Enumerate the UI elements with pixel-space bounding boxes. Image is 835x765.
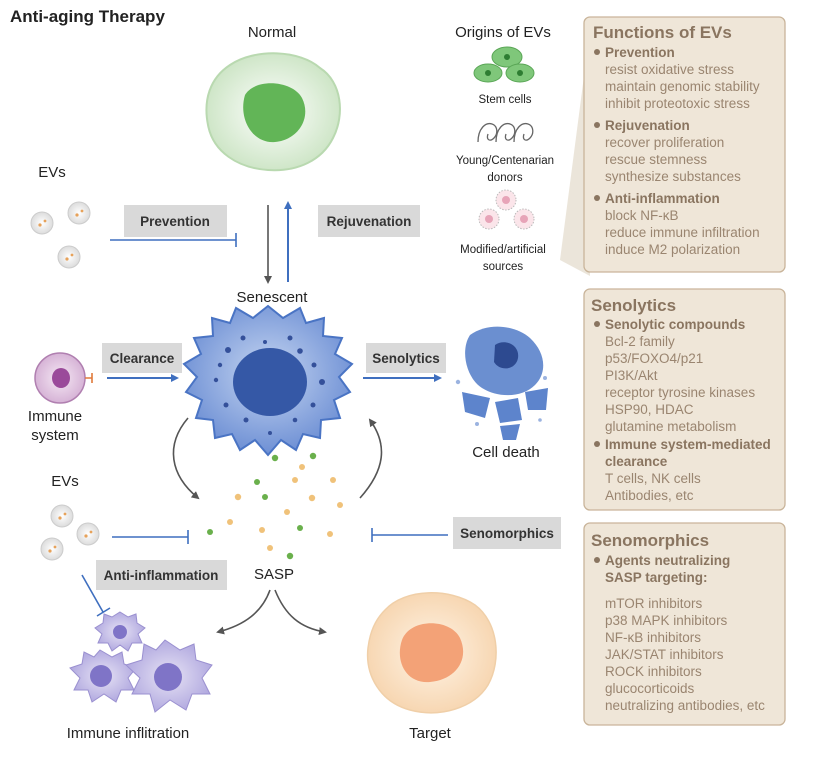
- artificial-vesicles-icon: [478, 189, 535, 230]
- anti-inflammation-box: [96, 560, 227, 590]
- infiltration-inhibit-line: [81, 574, 104, 613]
- senomorphics-panel-title: Senomorphics: [591, 531, 709, 550]
- sasp-feedback-arrow: [359, 418, 383, 499]
- senolytic-compounds-heading: Senolytic compounds: [605, 317, 745, 332]
- modified-label-2: sources: [483, 261, 524, 273]
- cell-death-label: Cell death: [472, 444, 540, 461]
- immune-receptor-icon: [85, 373, 93, 383]
- functions-title: Functions of EVs: [593, 23, 732, 42]
- senolytics-item: T cells, NK cells: [605, 471, 701, 486]
- senomorphics-item: p38 MAPK inhibitors: [605, 613, 728, 628]
- bullet-icon: [594, 557, 600, 563]
- senolytics-item: PI3K/Akt: [605, 368, 658, 383]
- senolytics-item: Antibodies, etc: [605, 488, 694, 503]
- senomorphics-item: glucocorticoids: [605, 681, 695, 696]
- senomorphics-heading-2: SASP targeting:: [605, 570, 708, 585]
- senomorphics-panel: [583, 522, 786, 726]
- ev-vesicles-top: [30, 201, 91, 269]
- evs-top-label: EVs: [38, 164, 66, 181]
- modified-label-1: Modified/artificial: [460, 244, 546, 256]
- senolytics-panel: [583, 288, 786, 511]
- immune-nucleus: [52, 368, 70, 388]
- stem-cells-label: Stem cells: [478, 94, 531, 106]
- functions-item: reduce immune infiltration: [605, 225, 760, 240]
- functions-item: rescue stemness: [605, 152, 707, 167]
- immune-clearance-heading-2: clearance: [605, 454, 668, 469]
- immune-infiltration-label: Immune inflitration: [67, 725, 190, 742]
- senolytics-item: HSP90, HDAC: [605, 402, 694, 417]
- senomorphics-item: NF-κB inhibitors: [605, 630, 701, 645]
- bullet-icon: [594, 49, 600, 55]
- functions-item: resist oxidative stress: [605, 62, 734, 77]
- senomorphics-heading: Agents neutralizing: [605, 553, 730, 568]
- sasp-particles: [207, 452, 343, 560]
- donors-icon: [477, 122, 534, 143]
- senescent-nucleus: [233, 348, 307, 416]
- immune-clearance-heading: Immune system-mediated: [605, 437, 771, 452]
- rejuvenation-box: [318, 205, 420, 237]
- sasp-label: SASP: [254, 566, 294, 583]
- infiltration-inhibit-bar: [96, 607, 111, 617]
- functions-anti-inflammation-heading: Anti-inflammation: [605, 191, 720, 206]
- senomorphics-item: JAK/STAT inhibitors: [605, 647, 724, 662]
- origins-title: Origins of EVs: [455, 24, 551, 41]
- immune-system-label-1: Immune: [28, 408, 82, 425]
- senolytics-item: Bcl-2 family: [605, 334, 675, 349]
- clearance-label: Clearance: [110, 351, 175, 366]
- target-nucleus: [399, 623, 464, 683]
- donors-label-1: Young/Centenarian: [456, 155, 554, 167]
- page-title: Anti-aging Therapy: [10, 7, 165, 26]
- stem-cells-icon: [473, 46, 535, 83]
- senolytics-action-label: Senolytics: [372, 351, 440, 366]
- cell-death-fragments: [455, 326, 548, 440]
- senolytics-item: receptor tyrosine kinases: [605, 385, 755, 400]
- sasp-to-target-arrow: [274, 589, 327, 635]
- senomorphics-box: [453, 517, 561, 549]
- immune-infiltration-cells: [69, 611, 213, 713]
- functions-panel: [583, 16, 786, 273]
- prevention-box: [124, 205, 227, 237]
- ev-vesicles-bottom: [40, 504, 100, 561]
- senescent-label: Senescent: [237, 289, 309, 306]
- senolytics-panel-title: Senolytics: [591, 296, 676, 315]
- bullet-icon: [594, 321, 600, 327]
- functions-rejuvenation-heading: Rejuvenation: [605, 118, 690, 133]
- senolytics-box: [366, 343, 446, 373]
- donors-label-2: donors: [487, 172, 522, 184]
- rejuvenation-label: Rejuvenation: [327, 214, 412, 229]
- sasp-to-infiltration-arrow: [216, 589, 271, 635]
- senomorphics-action-label: Senomorphics: [460, 526, 554, 541]
- senomorphics-item: mTOR inhibitors: [605, 596, 703, 611]
- sasp-secretion-arrow: [172, 417, 200, 500]
- prevention-label: Prevention: [140, 214, 210, 229]
- senescent-granules: [213, 335, 325, 435]
- target-label: Target: [409, 725, 452, 742]
- functions-item: maintain genomic stability: [605, 79, 760, 94]
- functions-item: recover proliferation: [605, 135, 724, 150]
- normal-label: Normal: [248, 24, 296, 41]
- bullet-icon: [594, 441, 600, 447]
- functions-item: block NF-κB: [605, 208, 679, 223]
- anti-inflammation-label: Anti-inflammation: [104, 568, 219, 583]
- senolytics-item: glutamine metabolism: [605, 419, 736, 434]
- clearance-box: [102, 343, 182, 373]
- functions-item: synthesize substances: [605, 169, 741, 184]
- senomorphics-item: neutralizing antibodies, etc: [605, 698, 765, 713]
- bullet-icon: [594, 195, 600, 201]
- functions-prevention-heading: Prevention: [605, 45, 675, 60]
- functions-item: induce M2 polarization: [605, 242, 740, 257]
- functions-item: inhibit proteotoxic stress: [605, 96, 750, 111]
- senomorphics-item: ROCK inhibitors: [605, 664, 702, 679]
- origins-connector: [560, 30, 590, 276]
- normal-nucleus: [243, 83, 306, 143]
- bullet-icon: [594, 122, 600, 128]
- immune-system-label-2: system: [31, 427, 79, 444]
- evs-bottom-label: EVs: [51, 473, 79, 490]
- senolytics-item: p53/FOXO4/p21: [605, 351, 703, 366]
